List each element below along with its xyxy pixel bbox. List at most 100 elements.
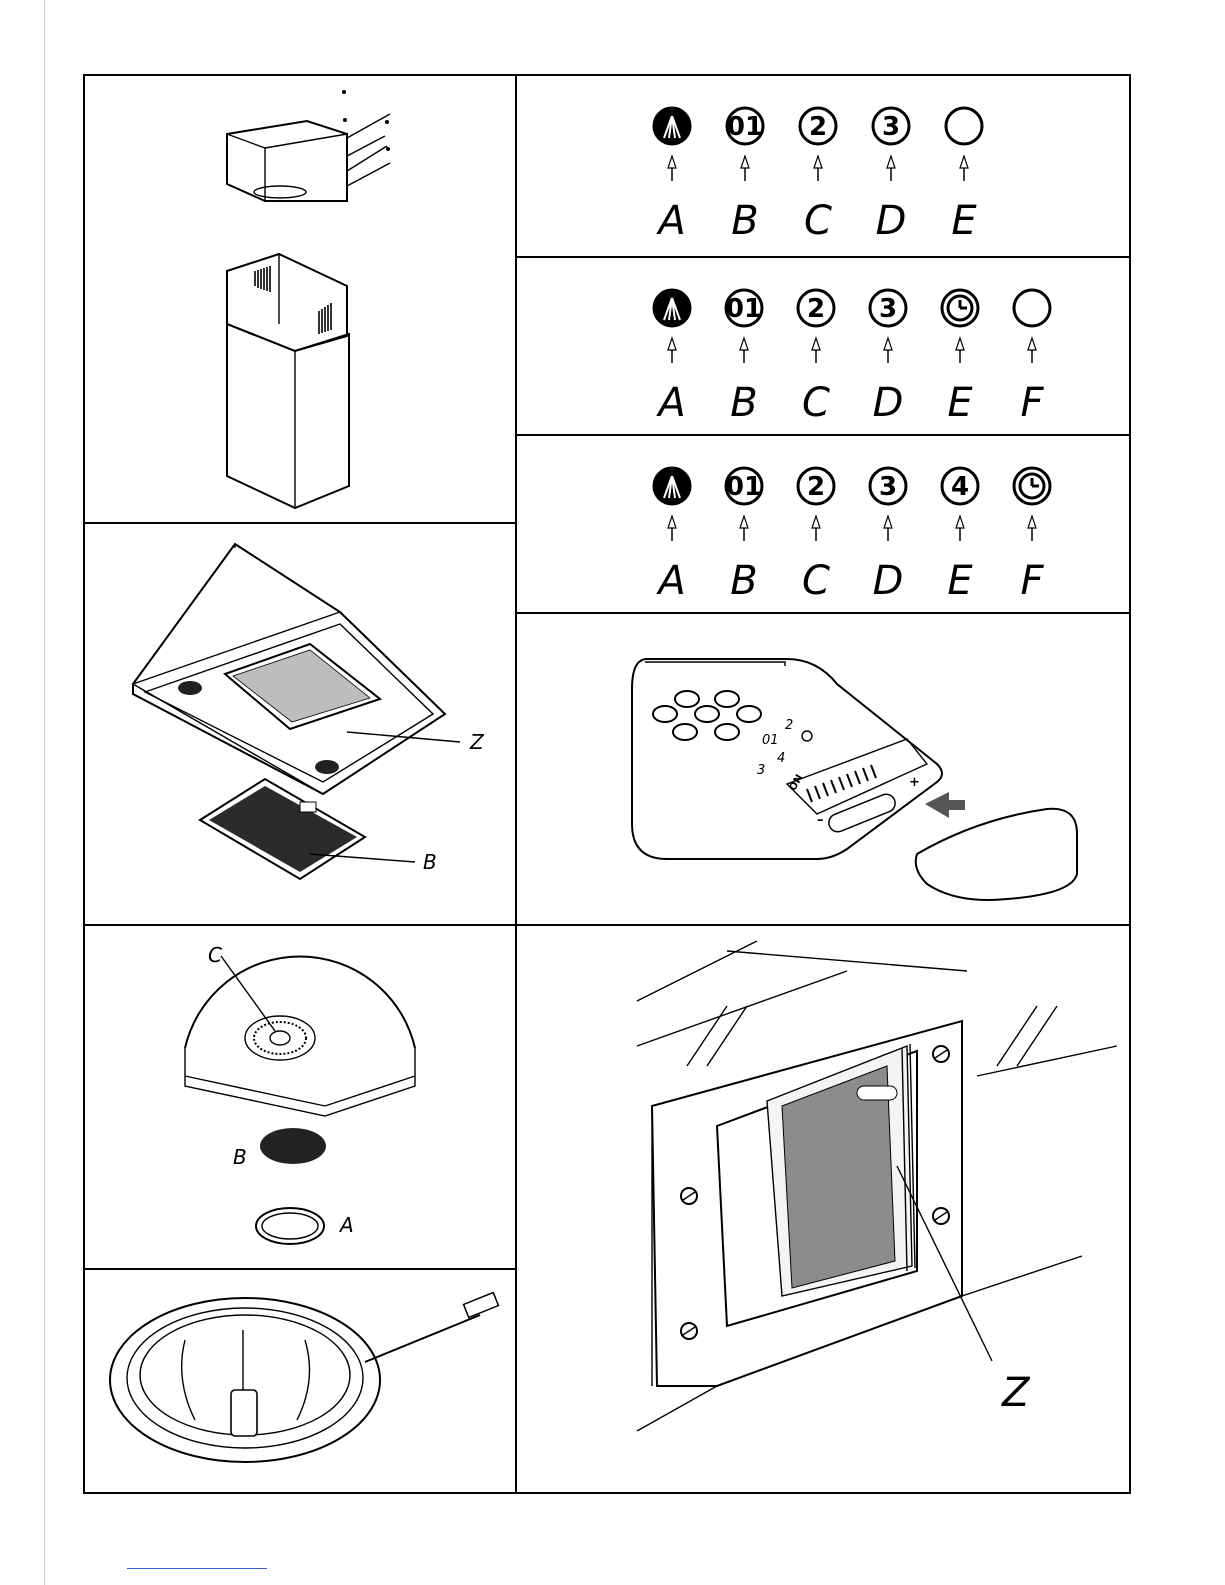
panel-chimney (85, 76, 517, 524)
light-icon (654, 290, 690, 326)
control-button-5 (1014, 290, 1050, 326)
pointer-arrow-3 (884, 516, 892, 541)
control-button-1: 01 (727, 108, 763, 144)
letter-B: B (730, 380, 757, 426)
battery-plus: + (909, 775, 920, 790)
letter-D: D (876, 198, 907, 244)
pointer-arrow-0 (668, 156, 676, 181)
battery-minus: – (817, 813, 824, 828)
letter-C: C (802, 558, 830, 604)
button-label-2: 2 (807, 472, 825, 502)
timer-icon (942, 290, 978, 326)
timer-icon (1014, 468, 1050, 504)
remote-key-01: 01 (762, 733, 779, 748)
pointer-arrow-5 (1028, 516, 1036, 541)
button-label-1: 01 (726, 472, 762, 502)
control-button-2: 2 (800, 108, 836, 144)
pointer-arrow-5 (1028, 338, 1036, 363)
remote-key-4: 4 (777, 751, 785, 766)
label-z-large: Z (1001, 1370, 1031, 1416)
light-icon (654, 468, 690, 504)
control-button-3: 3 (870, 290, 906, 326)
lamp-illustration (85, 1270, 515, 1492)
panel-hood-filter: Z B (85, 524, 517, 926)
panel-filter-frame: Z (517, 926, 1131, 1494)
footer-link-underline (127, 1568, 267, 1569)
letter-C: C (802, 380, 830, 426)
button-label-4: 4 (951, 472, 969, 502)
control-button-4 (946, 108, 982, 144)
battery-cover (916, 809, 1077, 900)
remote-illustration: 01 2 3 4 ON + – (517, 614, 1129, 924)
letter-F: F (1020, 380, 1044, 426)
button-label-1: 01 (727, 112, 763, 142)
letter-E: E (947, 380, 973, 426)
button-label-3: 3 (879, 472, 897, 502)
pointer-arrow-0 (668, 338, 676, 363)
button-label-3: 3 (879, 294, 897, 324)
letter-A: A (655, 558, 685, 604)
dip-switch-on-label: ON (788, 773, 806, 793)
pointer-arrow-2 (814, 156, 822, 181)
panel-lamp-cover: C B A (85, 926, 517, 1270)
pointer-arrow-1 (741, 156, 749, 181)
button-label-3: 3 (882, 112, 900, 142)
control-panel-5-diagram: A 01B 2C 3DE (517, 76, 1129, 256)
control-button-3: 3 (870, 468, 906, 504)
letter-A: A (655, 380, 685, 426)
pointer-arrow-4 (956, 516, 964, 541)
hood-illustration: Z B (85, 524, 515, 924)
label-c: C (208, 943, 222, 967)
control-button-2: 2 (798, 290, 834, 326)
label-z: Z (469, 730, 485, 754)
button-label-2: 2 (807, 294, 825, 324)
light-icon (654, 108, 690, 144)
pointer-arrow-0 (668, 516, 676, 541)
screw-set (342, 90, 390, 186)
letter-B: B (731, 198, 758, 244)
lamp-cover-illustration: C B A (85, 926, 515, 1268)
letter-B: B (730, 558, 757, 604)
pointer-arrow-3 (884, 338, 892, 363)
letter-D: D (873, 558, 904, 604)
label-a: A (338, 1213, 354, 1237)
remote-key-3: 3 (757, 763, 765, 778)
pointer-arrow-2 (812, 516, 820, 541)
label-b: B (423, 850, 437, 874)
label-b-lamp: B (233, 1145, 247, 1169)
pointer-arrow-4 (960, 156, 968, 181)
letter-F: F (1020, 558, 1044, 604)
letter-A: A (655, 198, 685, 244)
control-button-3: 3 (873, 108, 909, 144)
letter-D: D (873, 380, 904, 426)
pointer-arrow-1 (740, 338, 748, 363)
pointer-arrow-1 (740, 516, 748, 541)
insert-arrow-icon (925, 792, 965, 818)
letter-E: E (947, 558, 973, 604)
letter-E: E (951, 198, 977, 244)
control-button-4: 4 (942, 468, 978, 504)
control-button-1: 01 (726, 290, 762, 326)
page-margin-rule (44, 0, 45, 1585)
remote-button-grid (653, 691, 761, 740)
pointer-arrow-2 (812, 338, 820, 363)
panel-remote: 01 2 3 4 ON + – (517, 614, 1131, 926)
figure-sheet: Z B C B A (83, 74, 1131, 1494)
button-label-2: 2 (809, 112, 827, 142)
control-button-2: 2 (798, 468, 834, 504)
timer-icon (802, 731, 812, 741)
chimney-illustration (85, 76, 515, 522)
button-label-1: 01 (726, 294, 762, 324)
remote-key-2: 2 (785, 718, 793, 733)
control-button-1: 01 (726, 468, 762, 504)
pointer-arrow-3 (887, 156, 895, 181)
pointer-arrow-4 (956, 338, 964, 363)
control-panel-6b-diagram: A 01B 2C 3D 4E F (517, 436, 1129, 612)
letter-C: C (804, 198, 832, 244)
filter-frame-illustration: Z (517, 926, 1129, 1492)
panel-lamp (85, 1270, 517, 1494)
